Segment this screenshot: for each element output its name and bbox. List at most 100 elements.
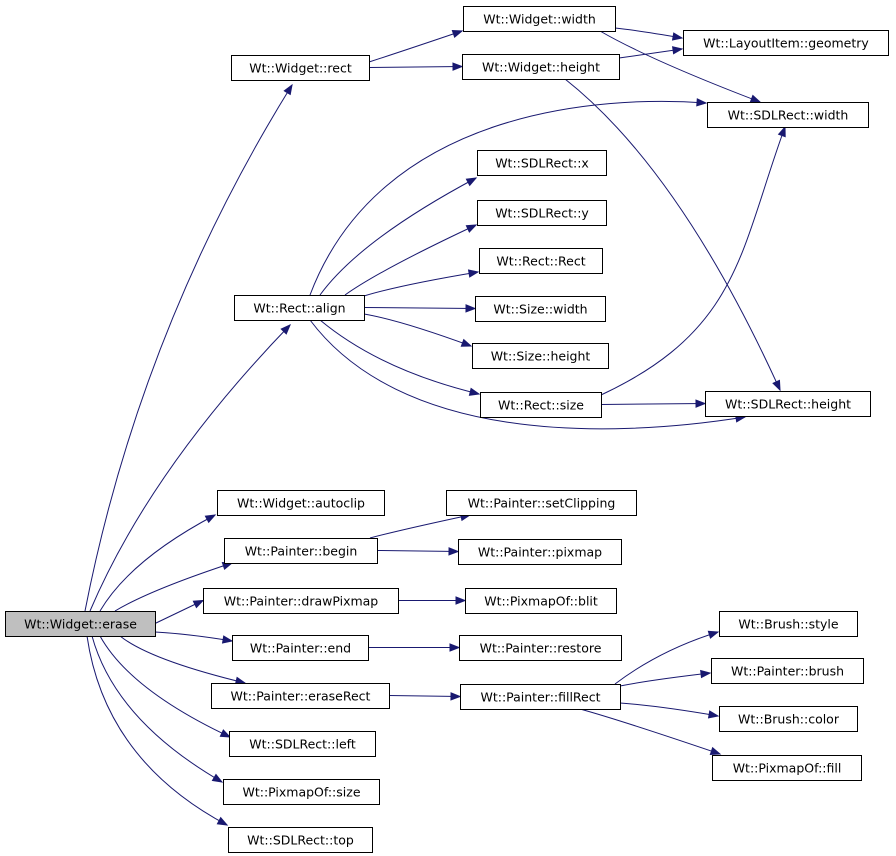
node-pixsize[interactable]: Wt::PixmapOf::size (223, 779, 380, 805)
arrowhead-icon (468, 387, 481, 396)
node-label: Wt::Painter::fillRect (480, 690, 600, 705)
call-edge-erase-rect (84, 83, 293, 612)
node-label: Wt::PixmapOf::blit (484, 594, 598, 609)
node-label: Wt::SDLRect::width (728, 108, 849, 123)
node-blit[interactable]: Wt::PixmapOf::blit (465, 588, 617, 614)
call-edge-wwidth-sdlwidth (599, 30, 762, 103)
call-edge-begin-pixmap (376, 547, 460, 556)
arrowhead-icon (204, 514, 217, 524)
arrowhead-icon (460, 338, 473, 347)
node-sdltop[interactable]: Wt::SDLRect::top (228, 827, 373, 853)
node-label: Wt::Painter::drawPixmap (224, 594, 379, 609)
node-geometry[interactable]: Wt::LayoutItem::geometry (683, 30, 889, 56)
call-edge-align-sdlwidth (309, 98, 708, 296)
node-setclipping[interactable]: Wt::Painter::setClipping (446, 490, 637, 516)
node-rectsize[interactable]: Wt::Rect::size (480, 392, 602, 418)
node-label: Wt::SDLRect::top (247, 833, 354, 848)
node-label: Wt::LayoutItem::geometry (703, 36, 869, 51)
node-brushcolor[interactable]: Wt::Brush::color (719, 706, 858, 732)
arrowhead-icon (221, 635, 234, 644)
call-edge-begin-setclipping (369, 512, 472, 539)
call-edge-align-sizeheight (363, 313, 473, 347)
node-begin[interactable]: Wt::Painter::begin (224, 538, 378, 564)
call-edge-fillrect-pixfill (579, 708, 722, 755)
node-sdlx[interactable]: Wt::SDLRect::x (477, 150, 607, 176)
node-label: Wt::Brush::color (738, 712, 840, 727)
node-label: Wt::Rect::align (253, 301, 345, 316)
node-restore[interactable]: Wt::Painter::restore (459, 635, 622, 661)
node-sizewidth[interactable]: Wt::Size::width (475, 296, 606, 322)
node-autoclip[interactable]: Wt::Widget::autoclip (217, 490, 385, 516)
node-align[interactable]: Wt::Rect::align (234, 295, 365, 321)
arrowhead-icon (216, 816, 229, 826)
node-label: Wt::Brush::style (738, 617, 838, 632)
arrowhead-icon (707, 630, 720, 639)
node-label: Wt::Size::width (493, 302, 587, 317)
call-edge-wwidth-geometry (614, 27, 684, 41)
node-pixfill[interactable]: Wt::PixmapOf::fill (712, 755, 862, 781)
call-edge-align-sdlx (319, 177, 478, 296)
arrowhead-icon (211, 773, 224, 783)
node-fillrect[interactable]: Wt::Painter::fillRect (460, 684, 621, 710)
arrowhead-icon (772, 379, 781, 392)
node-erase[interactable]: Wt::Widget::erase (5, 611, 156, 637)
node-wheight[interactable]: Wt::Widget::height (462, 54, 620, 80)
call-edge-fillrect-brushcolor (619, 702, 720, 719)
arrowhead-icon (749, 94, 762, 103)
call-edge-wheight-geometry (618, 46, 684, 59)
node-rectrect[interactable]: Wt::Rect::Rect (479, 248, 603, 274)
call-edge-erase-autoclip (99, 514, 217, 612)
call-edge-erase-pixsize (91, 635, 224, 783)
call-edge-fillrect-brushstyle (614, 630, 720, 685)
node-drawpixmap[interactable]: Wt::Painter::drawPixmap (203, 588, 399, 614)
node-label: Wt::Painter::brush (731, 664, 844, 679)
arrowhead-icon (467, 269, 480, 278)
node-label: Wt::SDLRect::x (495, 156, 589, 171)
arrowhead-icon (777, 125, 786, 138)
arrowhead-icon (451, 30, 464, 39)
call-edge-wheight-sdlheight (564, 78, 781, 392)
arrowhead-icon (709, 746, 722, 755)
node-sizeheight[interactable]: Wt::Size::height (472, 343, 609, 369)
arrowhead-icon (448, 547, 460, 556)
node-sdly[interactable]: Wt::SDLRect::y (477, 200, 607, 226)
arrowhead-icon (283, 83, 293, 96)
node-brushstyle[interactable]: Wt::Brush::style (719, 611, 858, 637)
arrowhead-icon (280, 324, 291, 335)
call-nodes: Wt::Widget::eraseWt::Widget::rectWt::Wid… (5, 6, 889, 853)
call-edge-rectsize-sdlheight (600, 399, 707, 408)
node-sdlwidth[interactable]: Wt::SDLRect::width (707, 102, 869, 128)
call-edge-erase-begin (114, 561, 234, 612)
node-wwidth[interactable]: Wt::Widget::width (463, 6, 616, 32)
node-label: Wt::SDLRect::left (249, 737, 356, 752)
arrowhead-icon (452, 62, 464, 71)
arrowhead-icon (671, 46, 684, 55)
node-end[interactable]: Wt::Painter::end (232, 635, 369, 661)
arrowhead-icon (465, 304, 477, 313)
node-sdlheight[interactable]: Wt::SDLRect::height (705, 391, 871, 417)
arrowhead-icon (700, 669, 712, 679)
node-label: Wt::SDLRect::height (725, 397, 851, 412)
node-eraserect[interactable]: Wt::Painter::eraseRect (211, 683, 390, 709)
node-sdlleft[interactable]: Wt::SDLRect::left (229, 731, 376, 757)
call-edge-erase-end (154, 631, 234, 644)
call-edge-erase-align (89, 324, 291, 612)
node-label: Wt::Widget::height (482, 60, 600, 75)
node-label: Wt::Painter::pixmap (478, 545, 602, 560)
node-label: Wt::Painter::restore (480, 641, 602, 656)
node-label: Wt::Painter::eraseRect (231, 689, 371, 704)
node-painterbrush[interactable]: Wt::Painter::brush (711, 658, 864, 684)
node-label: Wt::Painter::end (250, 641, 351, 656)
node-label: Wt::Widget::autoclip (237, 496, 365, 511)
call-edge-align-sizewidth (363, 304, 477, 313)
node-label: Wt::Widget::width (483, 12, 596, 27)
node-label: Wt::Rect::Rect (496, 254, 585, 269)
arrowhead-icon (696, 98, 708, 107)
arrowhead-icon (465, 224, 478, 233)
node-label: Wt::Size::height (491, 349, 591, 364)
node-rect[interactable]: Wt::Widget::rect (231, 55, 370, 81)
node-label: Wt::Painter::begin (245, 544, 358, 559)
arrowhead-icon (449, 643, 461, 652)
node-pixmap[interactable]: Wt::Painter::pixmap (458, 539, 622, 565)
